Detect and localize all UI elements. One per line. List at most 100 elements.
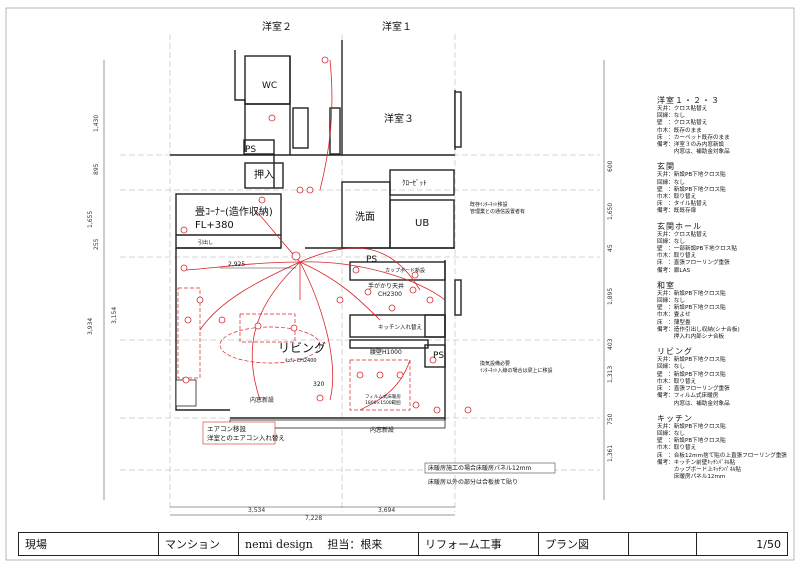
dim-top-3: 1,655 (87, 211, 94, 228)
room-tatami-level: FL+380 (195, 220, 234, 231)
room-oshiire: 押入 (254, 168, 274, 181)
title-blank (629, 533, 697, 555)
note-aircon2: 洋室とのエアコン入れ替え (207, 433, 285, 442)
room-ch2300: CH2300 (378, 291, 402, 298)
dim-right-6: 1,313 (607, 366, 614, 383)
dim-right-1: 600 (607, 160, 614, 172)
note-line: 回縁：なし (657, 298, 685, 305)
note-line: 備考：造作引出し収納(シナ合板) (657, 326, 740, 333)
dim-top-6: 3,934 (87, 318, 94, 335)
note-line: 壁 ：一部新設PB下地クロス貼 (657, 246, 737, 253)
title-scale: 1/50 (756, 537, 781, 551)
note-line: 備考：キッチン前壁ｷｯﾁﾝﾊﾟﾈﾙ貼 (657, 459, 736, 466)
note-line: 備考：廊LAS (657, 267, 690, 274)
room-tatami: 畳ｺｰﾅｰ(造作収納) (195, 205, 273, 218)
note-line: 壁 ：新設PB下地クロス貼 (657, 438, 726, 445)
note-line: 床 ：カーペット既存のまま (657, 134, 730, 141)
note-line: 回縁：なし (657, 113, 685, 120)
dim-right-5: 403 (607, 338, 614, 350)
note-line: 内窓は、補助金対象品 (657, 149, 730, 156)
note-heading: 玄関ホール (657, 221, 702, 231)
note-internet: 既存ｲﾝﾀｰﾈｯﾄ移設 (470, 201, 508, 208)
note-line: 回縁：なし (657, 364, 685, 371)
note-line: 巾木：取り替え (657, 378, 697, 385)
note-heading: 洋室１・２・３ (657, 96, 720, 105)
title-company: nemi design 担当：根来 (239, 533, 419, 555)
note-line: 床 ：タイル貼替え (657, 201, 708, 208)
note-line: 床 ：薄型畳 (657, 319, 691, 326)
room-wc: WC (262, 81, 277, 91)
room-ps1: PS (245, 145, 256, 155)
room-film: フィルム式床暖房 (365, 393, 401, 400)
title-site: マンション (159, 533, 239, 555)
note-line: 壁 ：新設PB下地クロス貼 (657, 186, 726, 193)
note-line: 天井：新設PB下地クロス貼 (657, 172, 726, 179)
room-ub: UB (415, 218, 429, 229)
note-line: 壁 ：新設PB下地クロス貼 (657, 305, 726, 312)
note-line: 床 ：直張フローリング重張 (657, 260, 730, 267)
note-section: 和室天井：新設PB下地クロス貼回縁：なし壁 ：新設PB下地クロス貼巾木：畳よせ床… (657, 281, 792, 341)
room-yoshitsu1: 洋室１ (382, 20, 412, 33)
dim-right-4: 1,895 (607, 288, 614, 305)
note-line: 備考：フィルム式床暖房 (657, 393, 719, 400)
walls (170, 40, 462, 429)
note-line: 回縁：なし (657, 430, 685, 437)
note-aircon1: エアコン移設 (207, 424, 247, 433)
dim-top-5: 3,154 (111, 307, 118, 324)
room-living-ch: ｷｯﾁﾝ CH2400 (285, 358, 317, 364)
note-line: 床暖房パネル12mm (657, 474, 726, 481)
room-uchimado1: 内窓新設 (250, 396, 274, 404)
note-line: 天井：クロス貼替え (657, 231, 708, 238)
note-line: 巾木：取り替え (657, 445, 697, 452)
room-uchimado2: 内窓新設 (370, 426, 394, 434)
note-section: リビング天井：新設PB下地クロス貼回縁：なし壁 ：新設PB下地クロス貼巾木：取り… (657, 347, 792, 407)
note-floor-heat2: 床暖房以外の部分は合板捨て貼り (428, 478, 518, 486)
note-line: 回縁：なし (657, 238, 685, 245)
note-line: 天井：クロス貼替え (657, 106, 708, 112)
dim-right-3: 45 (607, 244, 614, 252)
note-section: キッチン天井：新設PB下地クロス貼回縁：なし壁 ：新設PB下地クロス貼巾木：取り… (657, 414, 792, 482)
note-heading: 和室 (657, 280, 675, 290)
note-kanki: 換気設備必要 (480, 360, 510, 367)
note-heading: リビング (657, 347, 693, 357)
note-floor-heat1: 床暖房施工の場合床暖房パネル12mm (428, 464, 531, 472)
note-section: 玄関天井：新設PB下地クロス貼回縁：なし壁 ：新設PB下地クロス貼巾木：取り替え… (657, 162, 792, 215)
dim-top-1: 1,430 (93, 115, 100, 132)
note-line: 備考：既既存扉 (657, 208, 697, 215)
title-drawing: プラン図 (539, 533, 629, 555)
room-closet: ｸﾛｰｾﾞｯﾄ (402, 179, 427, 187)
note-line: 巾木：既存のまま (657, 127, 702, 134)
note-line: 回縁：なし (657, 179, 685, 186)
dim-right-8: 1,361 (607, 445, 614, 462)
note-line: 押入れ内部シナ合板 (657, 334, 725, 341)
dim-top-4: 255 (93, 238, 100, 250)
room-ps3: PS (433, 351, 444, 361)
room-film-size: 1800×1500範囲 (365, 399, 401, 406)
room-koshidaka: 腰壁H1000 (370, 348, 402, 356)
note-line: 巾木：畳よせ (657, 312, 691, 319)
dim-bottom-3: 7,228 (305, 515, 322, 522)
dim-320: 320 (313, 381, 325, 388)
title-block: 現場 マンション nemi design 担当：根来 リフォーム工事 プラン図 … (18, 532, 788, 556)
note-line: 床 ：直張フローリング重張 (657, 386, 730, 393)
note-line: 巾木：取り替え (657, 194, 697, 201)
note-internet2: 管理業との通信設置者有 (470, 208, 525, 215)
dim-top-2: 895 (93, 163, 100, 175)
room-ps2: PS (366, 255, 377, 265)
room-kitchen: キッチン入れ替え (378, 323, 422, 331)
note-line: 天井：新設PB下地クロス貼 (657, 290, 726, 297)
dim-2925: 2,925 (228, 261, 245, 268)
room-yoshitsu2: 洋室２ (262, 20, 292, 33)
room-tegakari: 手がかり天井 (368, 282, 404, 290)
note-line: 天井：新設PB下地クロス貼 (657, 357, 726, 364)
room-senmen: 洗面 (355, 211, 375, 223)
room-hikido: 引出し (198, 239, 213, 246)
note-line: 備考：洋室３のみ内窓新設 (657, 142, 725, 149)
room-yoshitsu3: 洋室３ (384, 112, 414, 125)
note-line: 巾木：取り替え (657, 253, 697, 260)
room-living: リビング (278, 341, 326, 355)
sheet-border (5, 7, 795, 561)
